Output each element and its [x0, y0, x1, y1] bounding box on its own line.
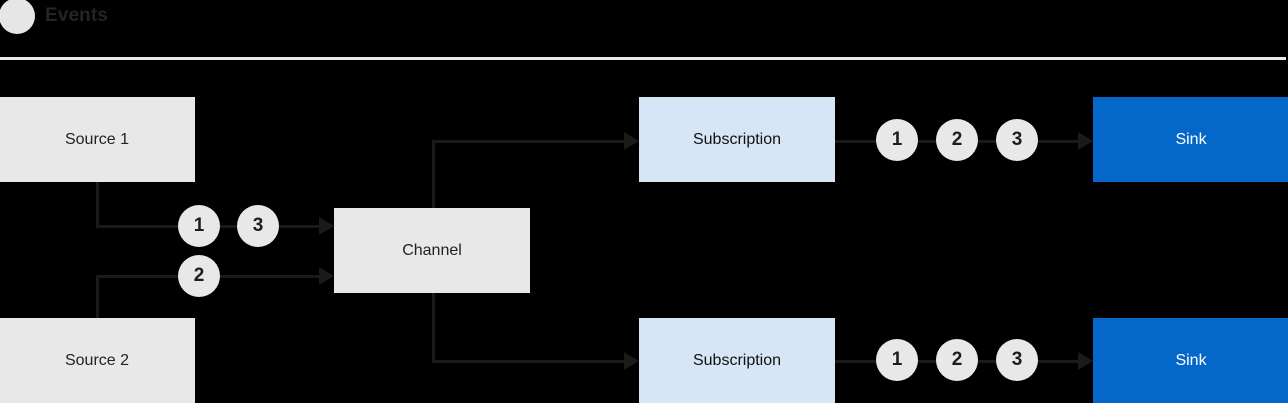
- connector-source1-vertical: [96, 182, 99, 228]
- connector-source2-vertical: [96, 275, 99, 320]
- arrowhead-channel-to-subscription-bottom: [624, 352, 639, 370]
- header-divider: [0, 57, 1286, 60]
- page-title: Events: [45, 5, 108, 26]
- event-badge: 1: [178, 205, 220, 247]
- connector-channel-top-vertical: [432, 140, 435, 210]
- node-subscription-top[interactable]: Subscription: [639, 97, 835, 182]
- node-source-1-label: Source 1: [64, 130, 130, 148]
- arrowhead-source1-to-channel: [319, 217, 334, 235]
- event-badge: 1: [876, 339, 918, 381]
- node-sink-top[interactable]: Sink: [1093, 97, 1288, 182]
- node-sink-bottom-label: Sink: [1175, 352, 1207, 369]
- node-subscription-bottom-label: Subscription: [692, 352, 782, 369]
- node-source-1[interactable]: Source 1: [0, 97, 195, 182]
- node-channel-label: Channel: [402, 241, 462, 259]
- node-source-2[interactable]: Source 2: [0, 318, 195, 403]
- arrowhead-channel-to-subscription-top: [624, 132, 639, 150]
- event-badge: 2: [178, 255, 220, 297]
- connector-channel-bottom-vertical: [432, 291, 435, 363]
- node-subscription-bottom[interactable]: Subscription: [639, 318, 835, 403]
- connector-channel-bottom-horizontal: [432, 360, 624, 363]
- node-subscription-top-label: Subscription: [692, 130, 782, 148]
- event-badge: 2: [936, 339, 978, 381]
- event-badge: 3: [996, 339, 1038, 381]
- arrowhead-subscription-bottom-to-sink: [1078, 352, 1093, 370]
- node-channel[interactable]: Channel: [334, 208, 530, 293]
- event-badge: 2: [936, 119, 978, 161]
- connector-channel-top-horizontal: [432, 140, 624, 143]
- node-sink-bottom[interactable]: Sink: [1093, 318, 1288, 403]
- node-source-2-label: Source 2: [64, 352, 130, 369]
- event-badge: 3: [996, 119, 1038, 161]
- events-circle-icon: [0, 0, 35, 34]
- node-sink-top-label: Sink: [1175, 130, 1207, 148]
- arrowhead-source2-to-channel: [319, 267, 334, 285]
- event-badge: 3: [237, 205, 279, 247]
- event-badge: 1: [876, 119, 918, 161]
- arrowhead-subscription-top-to-sink: [1078, 132, 1093, 150]
